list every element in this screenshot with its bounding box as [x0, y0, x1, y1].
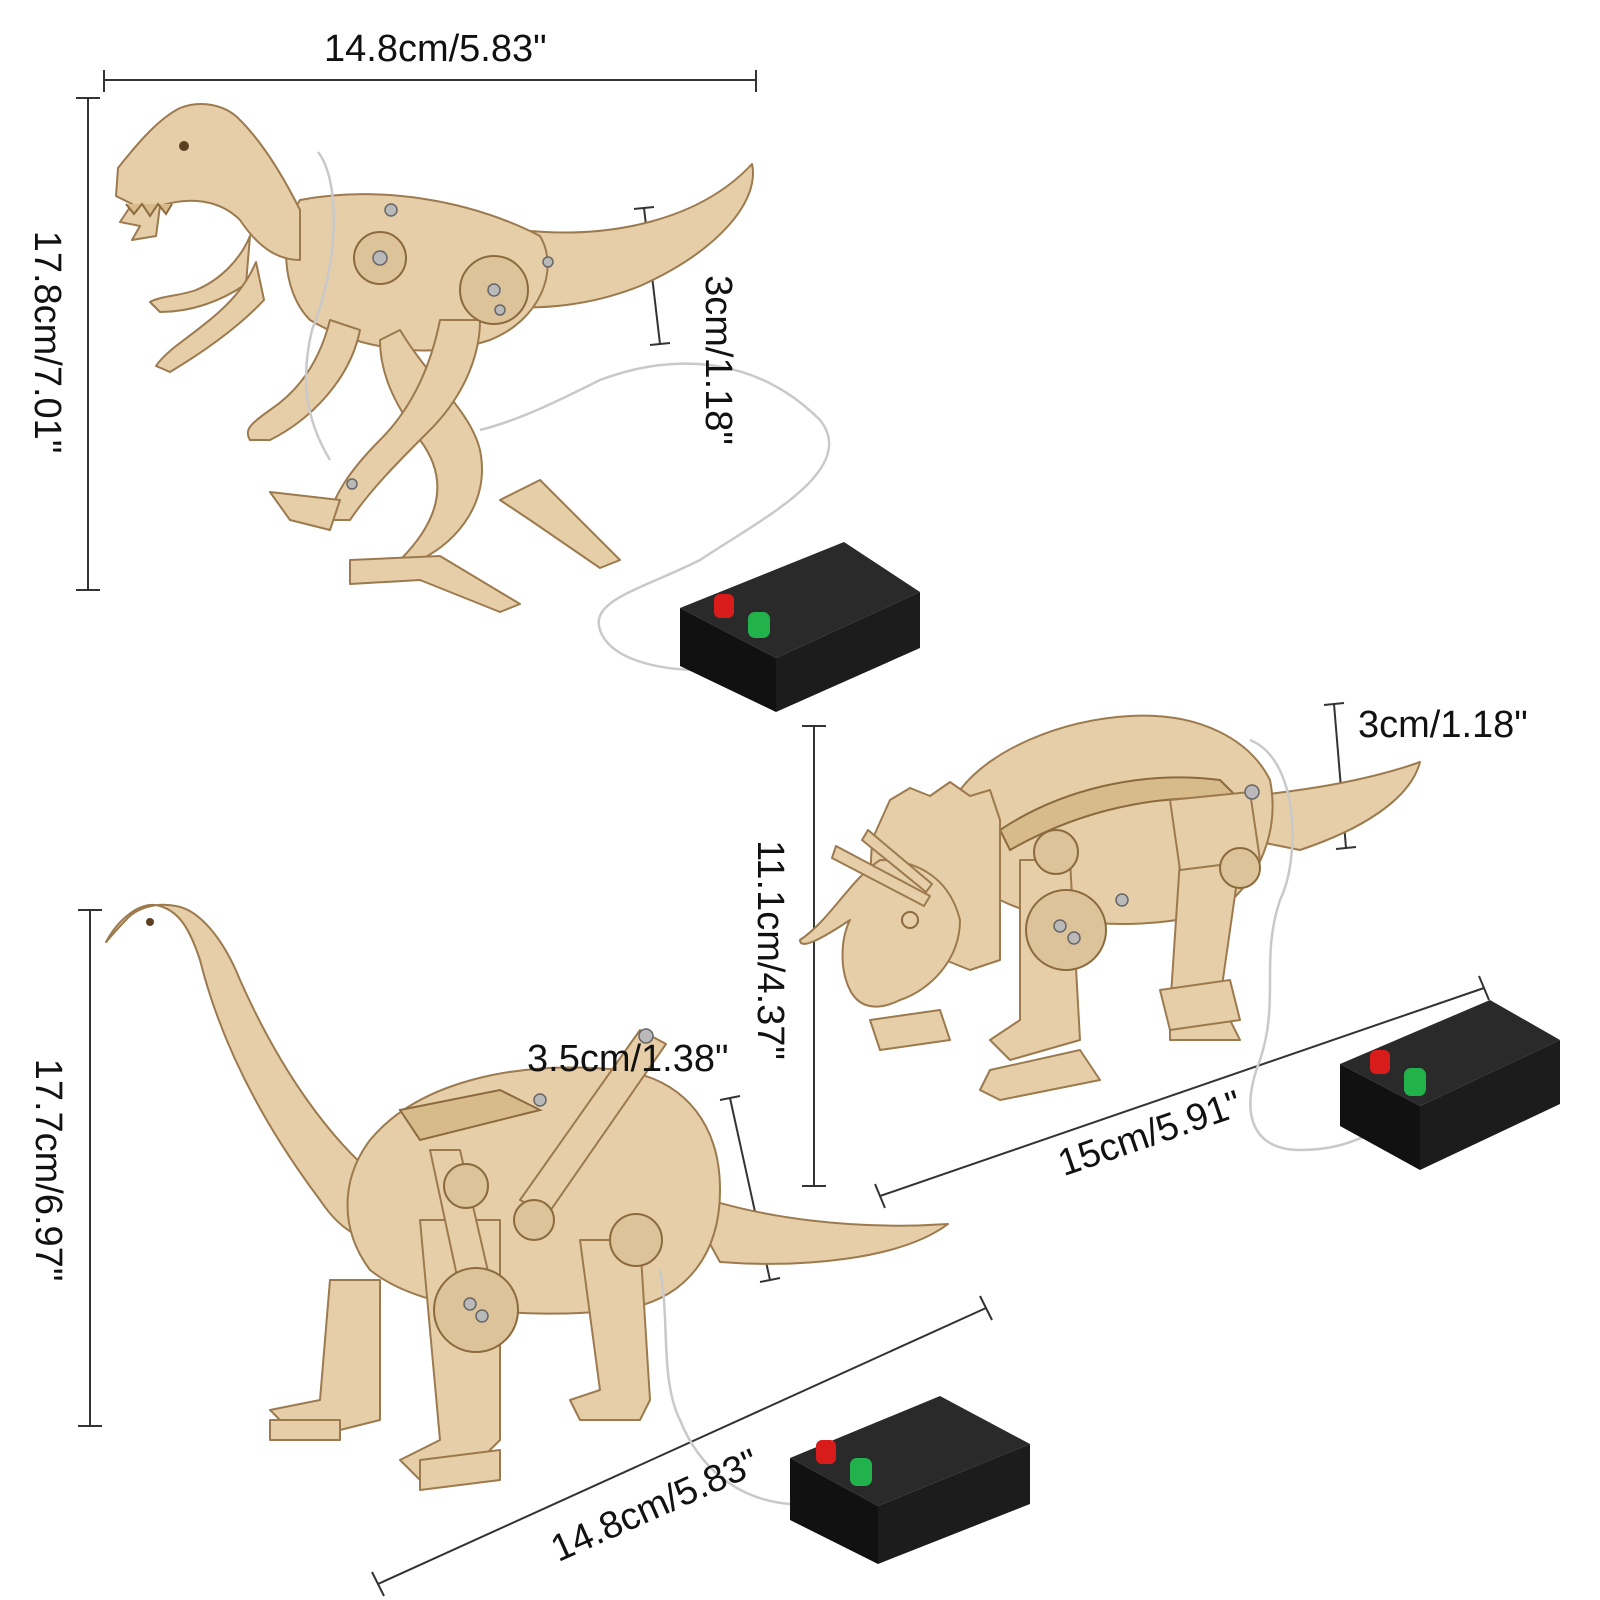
- brachiosaurus-red-button-icon: [816, 1440, 836, 1464]
- trex-thickness-label: 3cm/1.18": [697, 275, 739, 445]
- triceratops-height-dimension: [802, 725, 826, 1187]
- brachiosaurus-length-dimension: [371, 1295, 993, 1597]
- trex-battery-box: [680, 542, 920, 712]
- trex-green-button-icon: [748, 612, 770, 638]
- brachiosaurus-thickness-label: 3.5cm/1.38": [527, 1038, 729, 1080]
- triceratops-red-button-icon: [1370, 1050, 1390, 1074]
- brachiosaurus-model: [105, 903, 949, 1506]
- brachiosaurus-height-dimension: [78, 909, 102, 1427]
- triceratops-battery-box: [1340, 1000, 1560, 1170]
- triceratops-model: [799, 714, 1421, 1152]
- trex-height-dimension: [76, 97, 100, 591]
- brachiosaurus-height-label: 17.7cm/6.97": [27, 1058, 69, 1282]
- triceratops-green-button-icon: [1404, 1068, 1426, 1096]
- brachiosaurus-green-button-icon: [850, 1458, 872, 1486]
- triceratops-thickness-label: 3cm/1.18": [1358, 704, 1528, 746]
- brachiosaurus-battery-box: [790, 1396, 1030, 1564]
- trex-red-button-icon: [714, 594, 734, 618]
- triceratops-length-dimension: [874, 975, 1490, 1209]
- trex-width-label: 14.8cm/5.83": [324, 28, 547, 70]
- trex-width-dimension: [103, 70, 757, 92]
- trex-model: [115, 103, 831, 672]
- trex-height-label: 17.8cm/7.01": [26, 230, 68, 454]
- triceratops-height-label: 11.1cm/4.37": [749, 840, 791, 1060]
